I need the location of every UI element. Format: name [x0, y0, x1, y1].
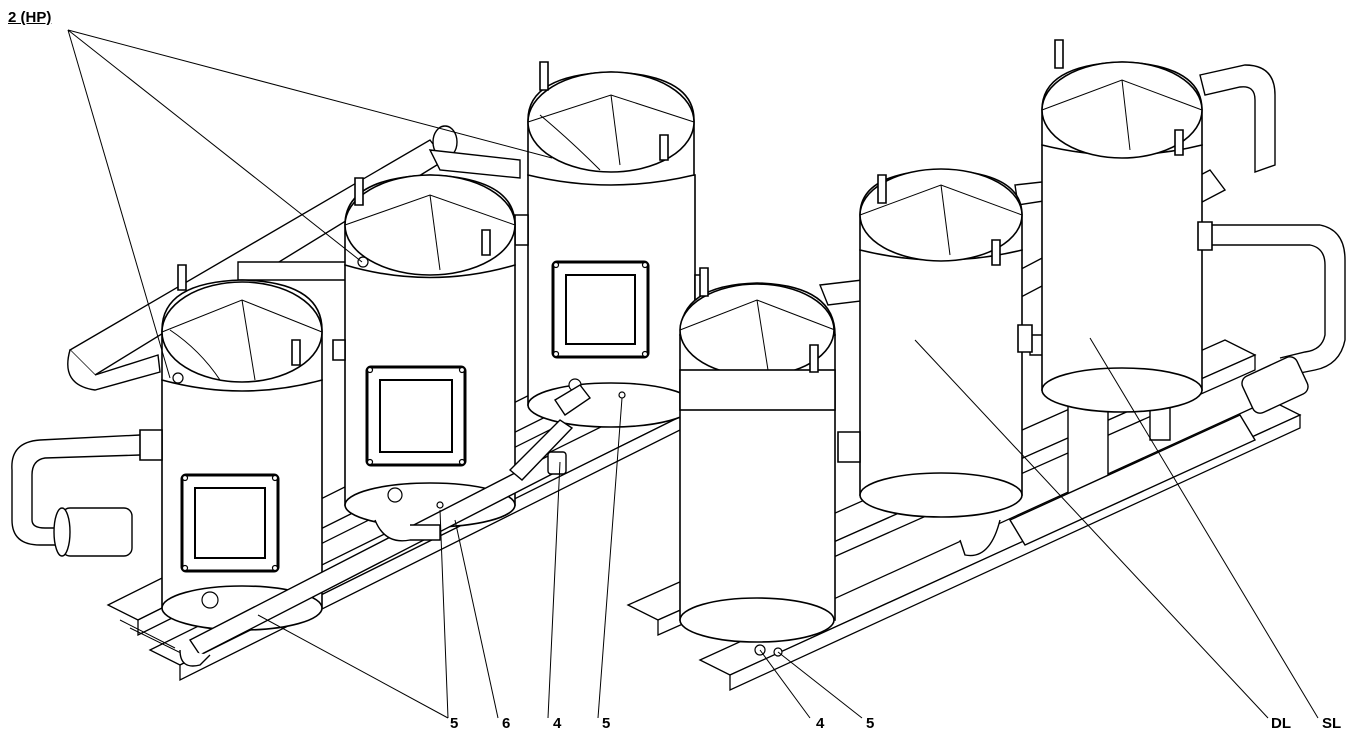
callout-4-right: 4 — [816, 715, 825, 732]
callout-5-middle: 5 — [602, 715, 611, 732]
callout-6: 6 — [502, 715, 511, 732]
callout-5-left: 5 — [450, 715, 459, 732]
callout-4-left: 4 — [553, 715, 562, 732]
callout-dl: DL — [1271, 715, 1291, 732]
compressor-back-right — [1041, 39, 1213, 413]
leader-lines — [67, 29, 1319, 719]
callout-5-right: 5 — [866, 715, 875, 732]
compressor-front-right — [679, 267, 836, 657]
left-suction-loop — [11, 434, 141, 557]
compressor-front-left — [139, 264, 323, 631]
compressor-middle-right — [837, 168, 1033, 518]
callout-hp: 2 (HP) — [8, 9, 52, 26]
left-suction-manifold — [179, 384, 592, 667]
compressor-back-left — [514, 61, 706, 428]
compressor-middle-left — [332, 174, 516, 528]
callout-sl: SL — [1322, 715, 1342, 732]
